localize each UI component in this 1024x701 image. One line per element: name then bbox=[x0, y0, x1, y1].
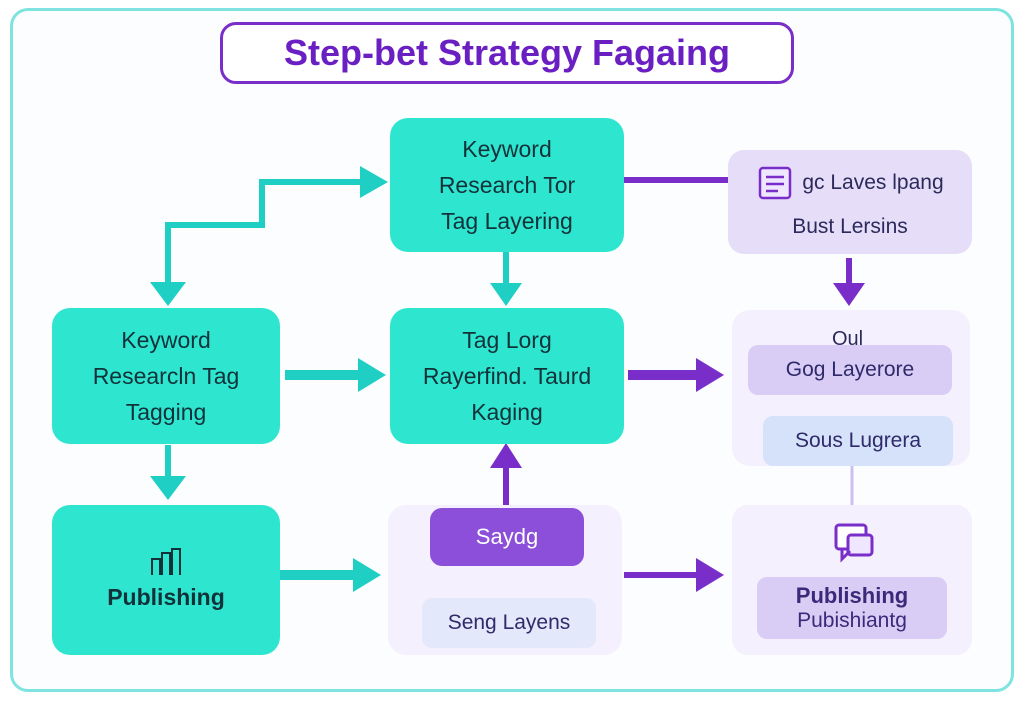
arrowhead-center-down bbox=[490, 283, 522, 306]
arrowhead-topright-down bbox=[833, 283, 865, 306]
arrow-left-to-top bbox=[165, 179, 360, 300]
node-keyword-research-top-line3: Tag Layering bbox=[441, 208, 573, 234]
arrowhead-top-right bbox=[360, 166, 388, 198]
arrowhead-center-up bbox=[490, 443, 522, 468]
node-top-right-line1: gc Laves lpang bbox=[802, 171, 944, 194]
node-keyword-research-left[interactable]: Keyword Researcln Tag Tagging bbox=[52, 308, 280, 444]
node-keyword-research-left-line1: Keyword bbox=[121, 327, 211, 353]
node-tag-center-line2: Rayerfind. Taurd bbox=[422, 363, 592, 389]
node-bottom-right[interactable]: Publishing Pubishiantg bbox=[732, 505, 972, 655]
node-mid-right-pill2[interactable]: Sous Lugrera bbox=[763, 416, 953, 466]
arrowhead-midright bbox=[696, 358, 724, 392]
document-icon bbox=[759, 166, 792, 200]
node-mid-right-pill1[interactable]: Gog Layerore bbox=[748, 345, 952, 395]
node-top-right[interactable]: gc Laves lpang Bust Lersins bbox=[728, 150, 972, 254]
node-keyword-research-left-line2: Researcln Tag bbox=[92, 363, 240, 389]
chat-icon bbox=[834, 523, 874, 563]
node-keyword-research-top-line2: Research Tor bbox=[438, 172, 576, 198]
node-tag-center-line3: Kaging bbox=[471, 399, 543, 425]
arrowhead-center-right bbox=[358, 358, 386, 392]
arrowhead-bottomright bbox=[696, 558, 724, 592]
node-keyword-research-top[interactable]: Keyword Research Tor Tag Layering bbox=[390, 118, 624, 252]
node-publishing-left[interactable]: Publishing bbox=[52, 505, 280, 655]
node-mid-right-stub: Oul bbox=[832, 328, 864, 350]
arrowhead-bottom-right bbox=[353, 558, 381, 592]
node-top-right-line2: Bust Lersins bbox=[792, 215, 908, 238]
node-bottom-right-line1: Publishing bbox=[795, 583, 909, 608]
node-keyword-research-top-line1: Keyword bbox=[462, 136, 552, 162]
node-tag-center-line1: Tag Lorg bbox=[462, 327, 552, 353]
node-bottom-right-line2: Pubishiantg bbox=[797, 609, 907, 632]
node-tag-center[interactable]: Tag Lorg Rayerfind. Taurd Kaging bbox=[390, 308, 624, 444]
node-bottom-center-pill[interactable]: Saydg bbox=[430, 508, 584, 566]
arrowhead-publishing-down bbox=[150, 476, 186, 500]
node-bottom-center-lower[interactable]: Seng Layens bbox=[422, 598, 596, 648]
node-publishing-left-label: Publishing bbox=[107, 584, 225, 610]
diagram-title: Step-bet Strategy Fagaing bbox=[220, 22, 794, 84]
node-keyword-research-left-line3: Tagging bbox=[125, 399, 207, 425]
chart-icon bbox=[151, 548, 181, 575]
arrowhead-left-down bbox=[150, 282, 186, 306]
